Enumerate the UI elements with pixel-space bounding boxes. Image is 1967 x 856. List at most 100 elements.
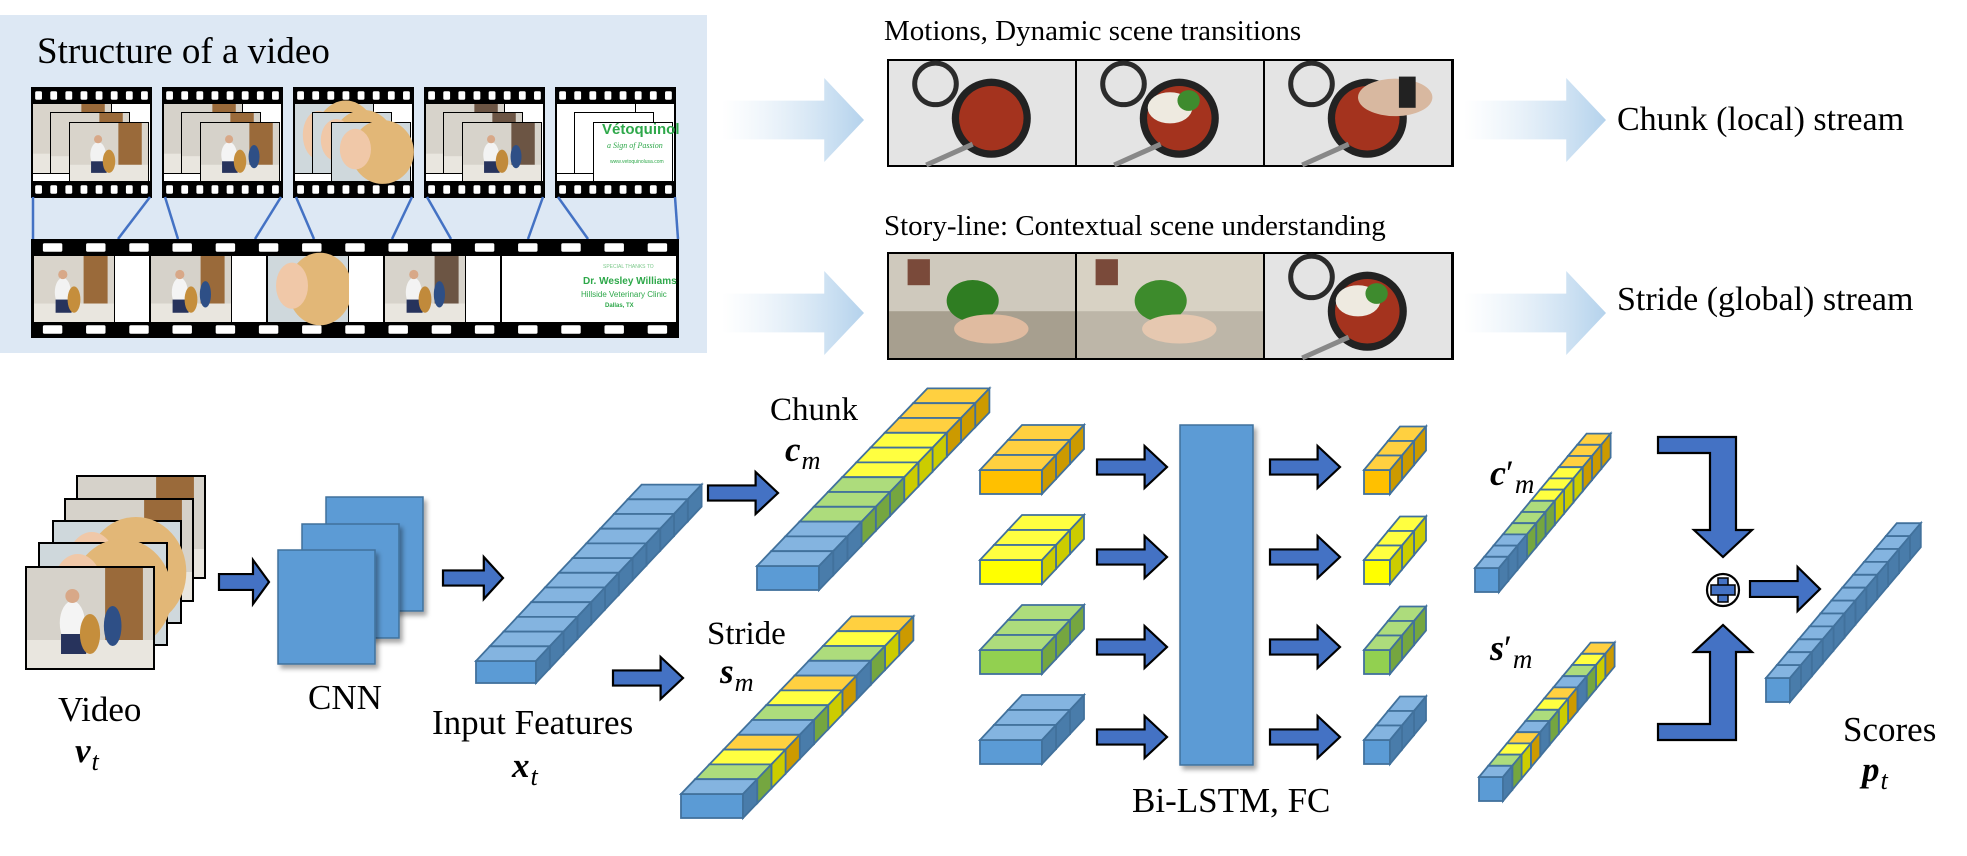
head-shape bbox=[65, 589, 80, 603]
lstm-input-group bbox=[977, 602, 1087, 677]
sprocket-hole bbox=[503, 91, 511, 100]
floor-shape bbox=[151, 303, 231, 322]
sprocket-hole bbox=[345, 325, 365, 334]
vector-cell bbox=[977, 542, 1059, 587]
stride-symbol-subscript: m bbox=[734, 667, 754, 697]
stride-out-symbol-letter: s bbox=[1490, 628, 1505, 668]
sprocket-hole bbox=[559, 91, 566, 100]
stride-out-subscript: m bbox=[1512, 644, 1533, 675]
cell-side bbox=[1041, 632, 1057, 677]
sprocket-hole bbox=[196, 185, 204, 194]
lstm-input-group bbox=[977, 512, 1087, 587]
sprocket-hole bbox=[258, 325, 279, 334]
sprocket-hole bbox=[534, 91, 541, 100]
cell-front bbox=[1363, 559, 1391, 585]
vector-cell bbox=[1473, 554, 1511, 595]
sprocket-hole bbox=[172, 243, 192, 252]
structure-panel bbox=[0, 15, 707, 353]
sprocket-hole bbox=[474, 325, 495, 334]
sprocket-hole bbox=[86, 243, 106, 252]
cell-side bbox=[1389, 633, 1403, 677]
sprocket-hole bbox=[226, 91, 234, 100]
credit-line-3: Hillside Veterinary Clinic bbox=[581, 290, 667, 299]
chunk-vector bbox=[754, 386, 992, 593]
cell-side bbox=[742, 776, 759, 821]
sprocket-hole bbox=[589, 91, 597, 100]
sprocket-hole bbox=[604, 325, 624, 334]
assistant-shape bbox=[510, 145, 522, 169]
input-features-symbol: xt bbox=[512, 748, 538, 790]
chunk-out-symbol: c′m bbox=[1490, 455, 1534, 498]
sprocket-hole bbox=[272, 185, 279, 194]
pepper-shape bbox=[1365, 283, 1388, 304]
sprocket-hole bbox=[129, 243, 149, 252]
cell-side bbox=[1389, 543, 1403, 587]
cell-side bbox=[1389, 453, 1403, 497]
legs-shape bbox=[406, 299, 423, 313]
chunk-stream-caption: Motions, Dynamic scene transitions bbox=[884, 15, 1302, 47]
shot-connector-line bbox=[253, 196, 283, 240]
pepper-shape bbox=[946, 280, 999, 322]
sprocket-hole bbox=[649, 91, 657, 100]
stride-label: Stride bbox=[707, 616, 786, 652]
dog-shape bbox=[184, 286, 198, 313]
dog-shape bbox=[67, 286, 81, 313]
keyframe-image bbox=[34, 256, 114, 322]
sprocket-hole bbox=[634, 91, 642, 100]
sprocket-hole bbox=[634, 185, 642, 194]
sprocket-hole bbox=[342, 185, 350, 194]
cell-front bbox=[979, 649, 1043, 675]
sprocket-hole bbox=[357, 185, 365, 194]
sprocket-hole bbox=[647, 243, 668, 252]
sprocket-hole bbox=[372, 185, 380, 194]
sprocket-hole bbox=[649, 185, 657, 194]
shot-filmstrip bbox=[293, 87, 414, 198]
fusion-plus-center bbox=[1716, 586, 1730, 594]
cell-front bbox=[979, 469, 1043, 495]
chunk-to-fusion-arrow-icon bbox=[1656, 435, 1755, 559]
lstm-output-group bbox=[1362, 424, 1428, 497]
cell-front bbox=[680, 793, 744, 819]
stream-frame-image bbox=[1077, 254, 1263, 358]
chunk-stream-label: Chunk (local) stream bbox=[1617, 101, 1905, 138]
group-to-lstm-arrow-icon bbox=[1095, 623, 1169, 671]
group-to-lstm-arrow-icon bbox=[1095, 443, 1169, 491]
lstm-input-group bbox=[977, 422, 1087, 497]
head-shape bbox=[94, 135, 103, 144]
burner-shape bbox=[1288, 60, 1335, 108]
keyframe-filmstrip bbox=[31, 239, 679, 338]
sprocket-hole bbox=[211, 185, 219, 194]
sprocket-hole bbox=[35, 185, 42, 194]
sprocket-hole bbox=[428, 185, 435, 194]
burner-shape bbox=[1288, 253, 1335, 301]
sprocket-hole bbox=[312, 91, 320, 100]
sprocket-hole bbox=[141, 91, 148, 100]
sprocket-hole bbox=[258, 243, 279, 252]
credit-line-4: Dallas, TX bbox=[605, 303, 634, 309]
head-shape bbox=[409, 269, 419, 280]
hand-shape bbox=[339, 128, 371, 170]
stream-rows bbox=[722, 59, 1606, 361]
structure-title: Structure of a video bbox=[37, 31, 330, 72]
stream-input-arrow-icon bbox=[722, 78, 864, 162]
hand-shape bbox=[1142, 314, 1217, 344]
sprocket-hole bbox=[110, 185, 118, 194]
cell-front bbox=[1765, 677, 1791, 703]
lstm-to-output-arrow-icon bbox=[1268, 443, 1342, 491]
floor-shape bbox=[201, 164, 279, 181]
scores-label: Scores bbox=[1843, 710, 1937, 749]
stride-stream-label: Stride (global) stream bbox=[1617, 281, 1914, 318]
assistant-shape bbox=[199, 281, 211, 308]
sprocket-hole bbox=[561, 243, 581, 252]
shot-connector-line bbox=[117, 196, 151, 240]
vector-cell bbox=[1362, 453, 1404, 497]
pot-handle bbox=[1301, 334, 1350, 361]
hand-shape bbox=[1358, 78, 1433, 117]
assistant-shape bbox=[248, 145, 260, 169]
cell-front bbox=[979, 739, 1043, 765]
sprocket-hole bbox=[110, 91, 118, 100]
box-shape bbox=[907, 259, 930, 286]
sprocket-hole bbox=[50, 91, 58, 100]
floor-shape bbox=[463, 164, 541, 181]
shot-filmstrip bbox=[162, 87, 283, 198]
